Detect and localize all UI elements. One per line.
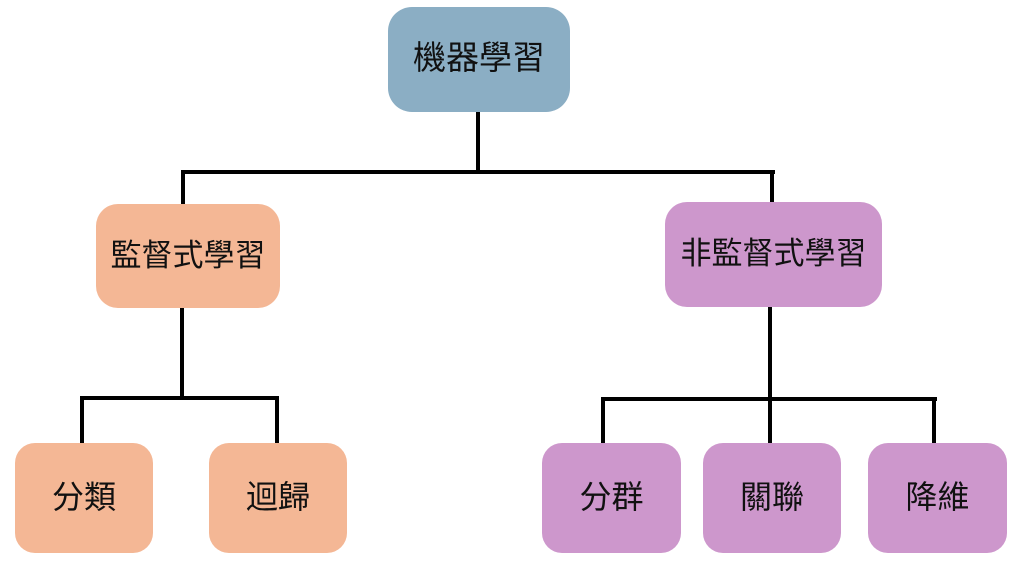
node-supervised-learning: 監督式學習 <box>96 204 280 308</box>
node-association: 關聯 <box>703 443 841 553</box>
connector-supervised-out <box>180 308 184 400</box>
connector-supervised-rail <box>80 396 279 400</box>
node-classification: 分類 <box>15 443 153 553</box>
node-clustering: 分群 <box>542 443 681 553</box>
connector-dimensionality-in <box>932 399 936 443</box>
connector-supervised-in <box>181 170 185 204</box>
connector-classification-in <box>80 398 84 443</box>
connector-unsupervised-out <box>768 307 772 401</box>
connector-level1-rail <box>181 170 775 174</box>
node-regression: 迴歸 <box>209 443 347 553</box>
connector-unsupervised-in <box>770 170 774 202</box>
connector-regression-in <box>275 398 279 443</box>
node-dimensionality-reduction: 降維 <box>868 443 1007 553</box>
node-unsupervised-learning: 非監督式學習 <box>665 202 882 307</box>
node-machine-learning: 機器學習 <box>388 7 570 112</box>
connector-root-vertical <box>476 112 480 174</box>
connector-clustering-in <box>601 399 605 443</box>
connector-association-in <box>768 399 772 443</box>
